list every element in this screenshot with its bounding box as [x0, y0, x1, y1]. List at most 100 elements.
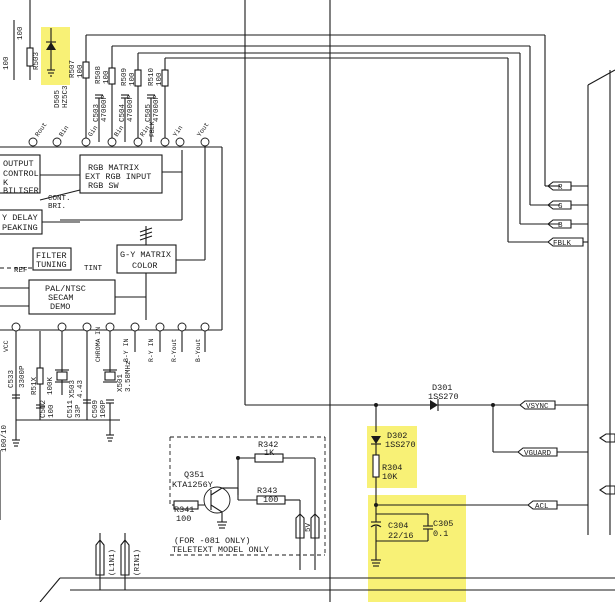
- filter-tuning-block: [0, 247, 72, 271]
- border-lines: [39, 0, 615, 602]
- label-c512: C512: [40, 400, 48, 418]
- label-r508: R508: [95, 66, 103, 84]
- pin-label-fblk: FBLK: [149, 121, 156, 137]
- label-tuning: TUNING: [36, 260, 67, 270]
- label-100-a: 100: [3, 56, 11, 70]
- label-100-10: 100/10: [1, 424, 9, 452]
- label-c504: C504: [119, 103, 127, 122]
- teletext-note-2: TELETEXT MODEL ONLY: [172, 545, 269, 555]
- pin-label-gin: Gin: [87, 124, 100, 138]
- output-control-block: [0, 154, 62, 194]
- r503-resistor: [26, 47, 34, 67]
- label-d302-val: 1SS270: [385, 440, 416, 450]
- vsync-net: [245, 399, 520, 411]
- pin-label-by-out: B-Yout: [195, 338, 202, 362]
- label-secam: SECAM: [48, 293, 74, 303]
- label-d301: D301: [432, 383, 452, 393]
- label-c504-val: 47000P: [127, 94, 135, 122]
- c304-c305-caps: [370, 505, 433, 567]
- label-c304-val: 22/16: [388, 531, 414, 541]
- label-y-delay: Y DELAY: [2, 213, 38, 223]
- pin-label-ry-in: R-Y IN: [148, 338, 155, 362]
- pin-label-rout: Rout: [34, 121, 49, 138]
- label-rin1: (RIN1): [134, 549, 142, 576]
- label-r51x-val: 100K: [47, 376, 55, 395]
- label-c512-val: 100: [48, 404, 56, 418]
- label-ref: REF: [14, 267, 28, 275]
- label-rgb-matrix: RGB MATRIX: [88, 163, 139, 173]
- lower-left-components: [12, 331, 206, 447]
- label-r343-val: 100: [263, 495, 278, 505]
- top-bus: [13, 0, 560, 243]
- label-d302: D302: [387, 431, 407, 441]
- label-biliser: BILISER: [3, 186, 39, 196]
- pin-label-chroma: CHROMA IN: [95, 327, 102, 362]
- label-bri: BRI.: [48, 203, 66, 211]
- label-d505: D505: [54, 89, 62, 108]
- highlight-d505: [41, 27, 70, 85]
- label-x501-val: 3.58MHz: [125, 360, 133, 392]
- label-c304: C304: [388, 521, 408, 531]
- label-r304: R304: [382, 463, 402, 473]
- label-r510-val: 100: [156, 72, 164, 86]
- label-c503-val: 47000P: [101, 94, 109, 122]
- pin-label-bin-b: Bin: [113, 124, 126, 138]
- label-c511: C511: [67, 399, 75, 418]
- label-r503: R503: [33, 51, 41, 70]
- label-r507-val: 100: [77, 64, 85, 78]
- right-connectors: [517, 181, 615, 510]
- label-peaking: PEAKING: [2, 223, 38, 233]
- label-r304-val: 10K: [382, 472, 398, 482]
- label-r51x: R51X: [31, 376, 39, 395]
- d302-r304-branch: [371, 405, 381, 505]
- gy-matrix-block: [116, 226, 177, 320]
- label-pal-ntsc: PAL/NTSC: [45, 284, 86, 294]
- label-c505-val: 47000P: [153, 94, 161, 122]
- label-c533-val: 3300P: [19, 365, 27, 388]
- label-c533: C533: [8, 369, 16, 388]
- connector-r-label: R: [558, 184, 563, 192]
- label-r342: R342: [258, 440, 278, 450]
- label-rgb-sw: RGB SW: [88, 181, 120, 191]
- connector-g-label: G: [558, 203, 563, 211]
- pin-label-by-in: B-Y IN: [123, 338, 130, 362]
- label-r341-val: 100: [176, 514, 191, 524]
- label-output: OUTPUT: [3, 159, 34, 169]
- label-x503-val: 4.43: [77, 379, 85, 398]
- label-tint: TINT: [84, 265, 103, 273]
- connector-b-label: B: [558, 222, 563, 230]
- label-r343: R343: [257, 486, 277, 496]
- highlight-c304-c305: [368, 495, 466, 602]
- teletext-area: [95, 436, 326, 590]
- vguard-net: [492, 405, 518, 453]
- label-r509-val: 100: [129, 72, 137, 86]
- label-r508-val: 100: [103, 70, 111, 84]
- d505-zener: [46, 28, 56, 77]
- pal-ntsc-block: [0, 279, 146, 315]
- label-gy-matrix: G-Y MATRIX: [120, 250, 171, 260]
- label-control: CONTROL: [3, 169, 39, 179]
- label-demo: DEMO: [50, 302, 70, 312]
- connector-vguard-label: VGUARD: [524, 450, 552, 458]
- pin-label-ry-out: R-Yout: [171, 338, 178, 362]
- label-c511-val: 33P: [75, 404, 83, 418]
- label-c505: C505: [145, 103, 153, 122]
- y-delay-block: [0, 209, 80, 235]
- label-c305-val: 0.1: [433, 529, 448, 539]
- connector-fblk-label: FBLK: [553, 240, 572, 248]
- pin-label-yin: Yin: [172, 124, 185, 138]
- label-q351: Q351: [184, 470, 204, 480]
- label-x503: X503: [69, 379, 77, 398]
- pin-label-bin-a: Bin: [58, 124, 71, 138]
- label-c305: C305: [433, 519, 453, 529]
- label-r510: R510: [148, 67, 156, 86]
- label-5v: 5V: [305, 522, 313, 532]
- label-filter: FILTER: [36, 251, 67, 261]
- connector-vsync-label: VSYNC: [526, 403, 549, 411]
- label-color: COLOR: [132, 261, 158, 271]
- pin-label-vcc: VCC: [3, 340, 10, 352]
- label-x501: X501: [117, 373, 125, 392]
- label-ext-rgb: EXT RGB INPUT: [85, 172, 151, 182]
